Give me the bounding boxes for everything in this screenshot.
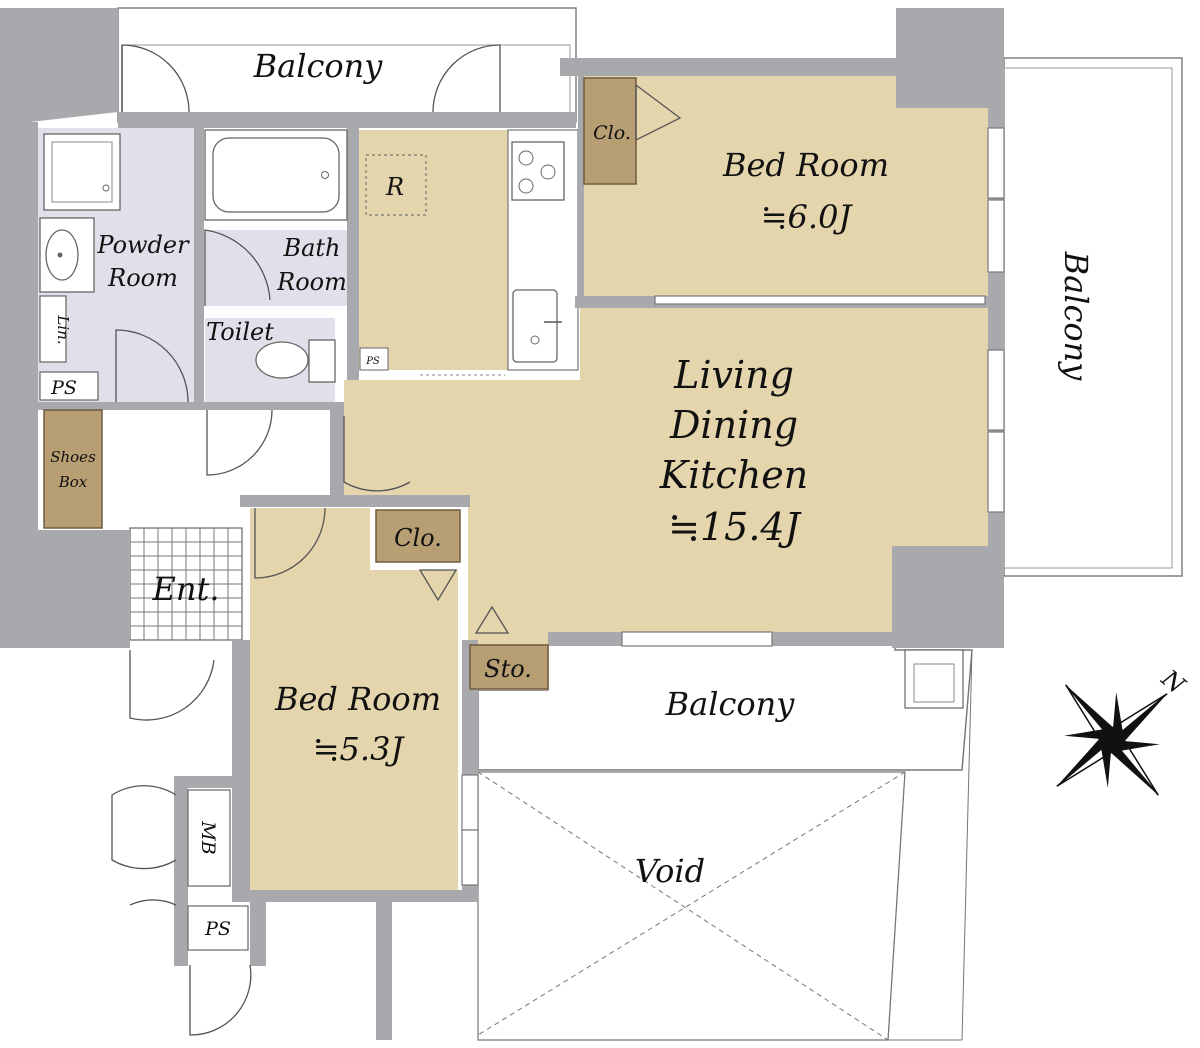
balcony-right-label: Balcony [1057,251,1095,382]
shoes-box-line-2: Box [58,473,88,491]
kitchen-floor [358,130,508,370]
ps-2-label: PS [365,356,380,367]
ldk-line-3: Kitchen [659,453,809,497]
closet-1-label: Clo. [593,122,631,144]
balcony-bottom-label: Balcony [665,685,796,723]
pipe-space-2 [359,347,389,371]
void-label: Void [635,852,705,890]
bed-room-1-floor [580,76,988,296]
doors [111,44,501,1036]
shoes-box[interactable] [43,409,103,529]
compass-rose-icon [1056,684,1168,796]
meter-box[interactable] [187,789,231,887]
sto-label: Sto. [484,655,532,683]
bed-room-1-name: Bed Room [722,146,889,184]
closet-bed-room-2[interactable] [375,509,461,563]
bed-room-1-size: ≒6.0J [761,198,854,236]
entrance-label: Ent. [152,570,220,608]
toilet-fixture [255,339,336,383]
pipe-space-3 [187,905,249,951]
refrigerator-label: R [385,173,404,201]
balcony-right [1003,57,1183,577]
ldk-size: ≒15.4J [668,505,801,549]
toilet-label: Toilet [206,318,274,346]
windows [461,127,1005,886]
bathtub [204,129,348,221]
ldk-floor [344,308,988,690]
balcony-top-label: Balcony [253,47,384,85]
bed-room-2-size: ≒5.3J [313,730,406,768]
storage-sto[interactable] [469,644,549,690]
mb-label: MB [197,820,219,854]
powder-room-line-2: Room [107,264,178,292]
closet-2-label: Clo. [394,524,442,552]
bath-room-floor [205,230,347,306]
closet-bed-room-1[interactable] [583,77,637,185]
ps-3-label: PS [204,918,231,940]
void-area [477,649,973,1041]
stove [511,141,565,201]
bed-room-2-name: Bed Room [274,680,441,718]
pipe-space-1 [39,371,99,401]
shower-pan [43,133,121,211]
ldk-line-1: Living [673,353,794,397]
bath-room-line-1: Bath [282,234,340,262]
ldk-line-2: Dining [669,403,798,447]
washbasin [39,217,95,293]
bed-room-2-floor [250,508,458,890]
refrigerator-space [365,154,427,216]
shoes-box-line-1: Shoes [50,448,96,466]
kitchen-sink [512,289,562,363]
ps-1-label: PS [50,377,77,399]
powder-room-line-1: Powder [96,231,190,259]
entrance-tile [129,527,243,641]
compass-north-label: N [1155,664,1191,700]
lin-label: Lin. [54,314,72,344]
bath-room-line-2: Room [276,268,347,296]
linen-closet[interactable] [39,295,67,363]
aircon-unit [904,649,964,709]
